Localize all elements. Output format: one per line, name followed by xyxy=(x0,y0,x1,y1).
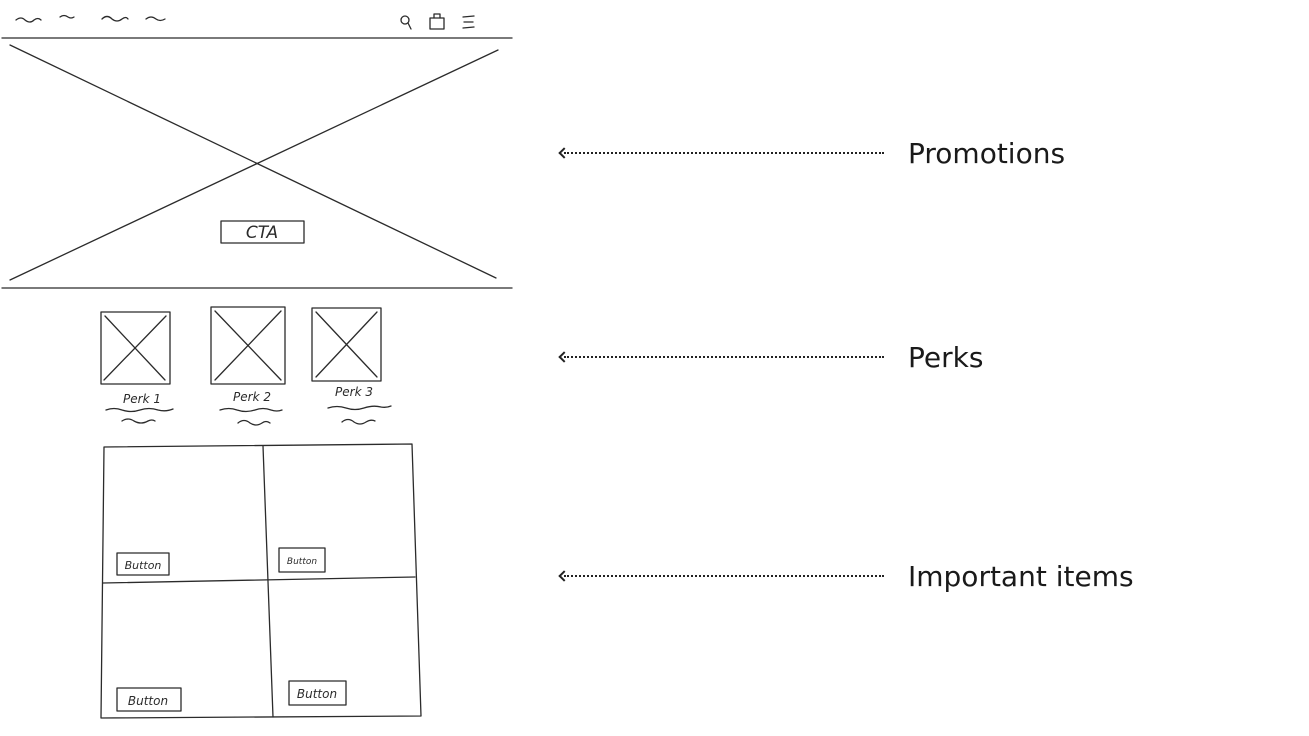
nav-link-4[interactable] xyxy=(145,16,166,22)
nav-link-3[interactable] xyxy=(101,15,129,22)
perk-description xyxy=(327,405,392,411)
annotation-perks: Perks xyxy=(558,339,1200,379)
dotted-connector xyxy=(564,575,884,577)
dotted-connector xyxy=(564,356,884,358)
perk-card-2[interactable]: Perk 2 xyxy=(210,306,286,426)
item-button-label: Button xyxy=(287,557,317,567)
perk-card-1[interactable]: Perk 1 xyxy=(100,311,174,424)
items-grid-border xyxy=(100,443,422,719)
dotted-connector xyxy=(564,152,884,154)
hero-image-placeholder-diagonal-2 xyxy=(9,49,499,281)
search-icon[interactable] xyxy=(400,15,412,30)
perk-description xyxy=(105,407,174,413)
perk-label: Perk 2 xyxy=(233,390,271,404)
annotation-label: Perks xyxy=(908,341,984,374)
item-card-4-button[interactable]: Button xyxy=(288,680,347,706)
perk-image-placeholder xyxy=(100,311,171,385)
bag-icon[interactable] xyxy=(429,13,445,30)
perk-description xyxy=(219,407,283,413)
important-items-grid: Button Button Button Button xyxy=(100,443,422,719)
item-button-label: Button xyxy=(125,559,162,572)
item-button-label: Button xyxy=(128,694,168,708)
item-button-label: Button xyxy=(297,687,337,701)
perk-label: Perk 1 xyxy=(123,392,161,406)
item-card-1-button[interactable]: Button xyxy=(116,552,170,576)
perk-card-3[interactable]: Perk 3 xyxy=(311,307,392,425)
wireframe-sketch: CTA Perk 1 Perk 2 Perk 3 xyxy=(1,13,513,719)
nav-link-2[interactable] xyxy=(59,14,75,19)
item-card-2-button[interactable]: Button xyxy=(278,547,326,573)
hero-banner: CTA xyxy=(1,44,513,289)
cta-button-label: CTA xyxy=(246,223,278,243)
annotation-important-items: Important items xyxy=(558,558,1200,598)
cta-button[interactable]: CTA xyxy=(220,220,305,244)
annotation-label: Important items xyxy=(908,560,1134,593)
nav-link-1[interactable] xyxy=(15,17,42,23)
header xyxy=(1,13,513,39)
annotation-label: Promotions xyxy=(908,137,1066,170)
items-grid-horizontal-divider xyxy=(102,576,416,584)
item-card-3-button[interactable]: Button xyxy=(116,687,182,712)
hero-image-placeholder-diagonal-1 xyxy=(9,44,497,279)
perk-image-placeholder xyxy=(311,307,382,382)
menu-icon[interactable] xyxy=(462,15,475,29)
perk-image-placeholder xyxy=(210,306,286,385)
perks-section: Perk 1 Perk 2 Perk 3 xyxy=(100,306,392,426)
annotation-promotions: Promotions xyxy=(558,135,1200,175)
items-grid-vertical-divider xyxy=(262,445,274,718)
perk-label: Perk 3 xyxy=(335,385,373,399)
